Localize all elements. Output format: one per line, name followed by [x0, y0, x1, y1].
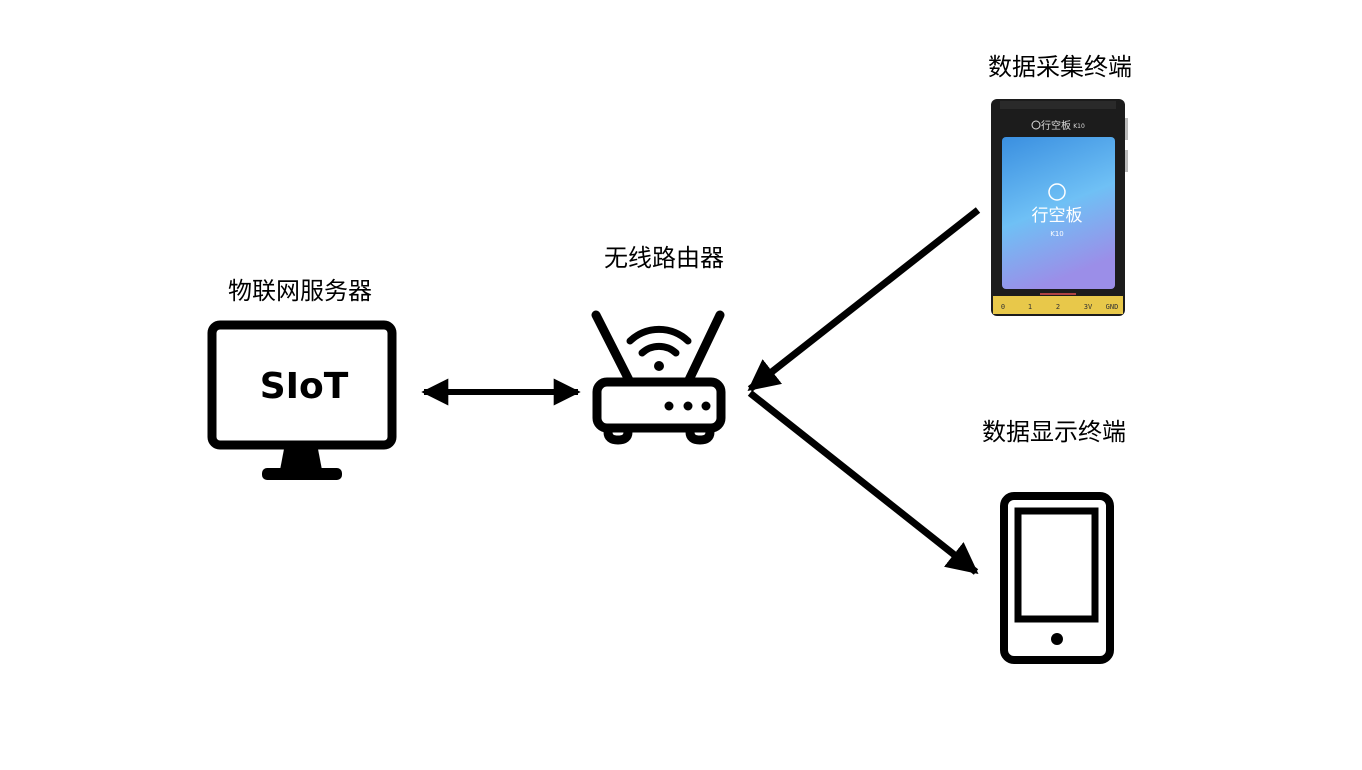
k10-screen-badge: K10 [1050, 230, 1064, 238]
k10-board-icon: 行空板 K10 行空板 K10 0 1 2 3V GND [991, 99, 1128, 316]
arrow-collector-to-router [747, 207, 981, 392]
router-icon [591, 310, 726, 445]
k10-top-badge: K10 [1073, 123, 1085, 130]
k10-pin-label: 3V [1084, 303, 1093, 311]
server-label: 物联网服务器 [228, 277, 372, 305]
k10-pin-label: 2 [1056, 303, 1060, 311]
k10-screen-logo: 行空板 [1032, 206, 1083, 226]
wifi-icon [626, 325, 692, 371]
k10-pin-label: 0 [1001, 303, 1005, 311]
server-screen-text: SIoT [260, 366, 349, 407]
k10-pin-label: 1 [1028, 303, 1032, 311]
display-label: 数据显示终端 [982, 418, 1126, 446]
arrow-router-to-display [747, 390, 979, 575]
collector-label: 数据采集终端 [988, 53, 1132, 81]
monitor-icon: SIoT [207, 320, 397, 480]
k10-top-brand: 行空板 [1041, 119, 1071, 132]
tablet-icon [1000, 492, 1114, 664]
k10-pin-labels: 0 1 2 3V GND [1001, 303, 1118, 311]
router-label: 无线路由器 [604, 244, 724, 272]
k10-pin-label: GND [1106, 303, 1119, 311]
